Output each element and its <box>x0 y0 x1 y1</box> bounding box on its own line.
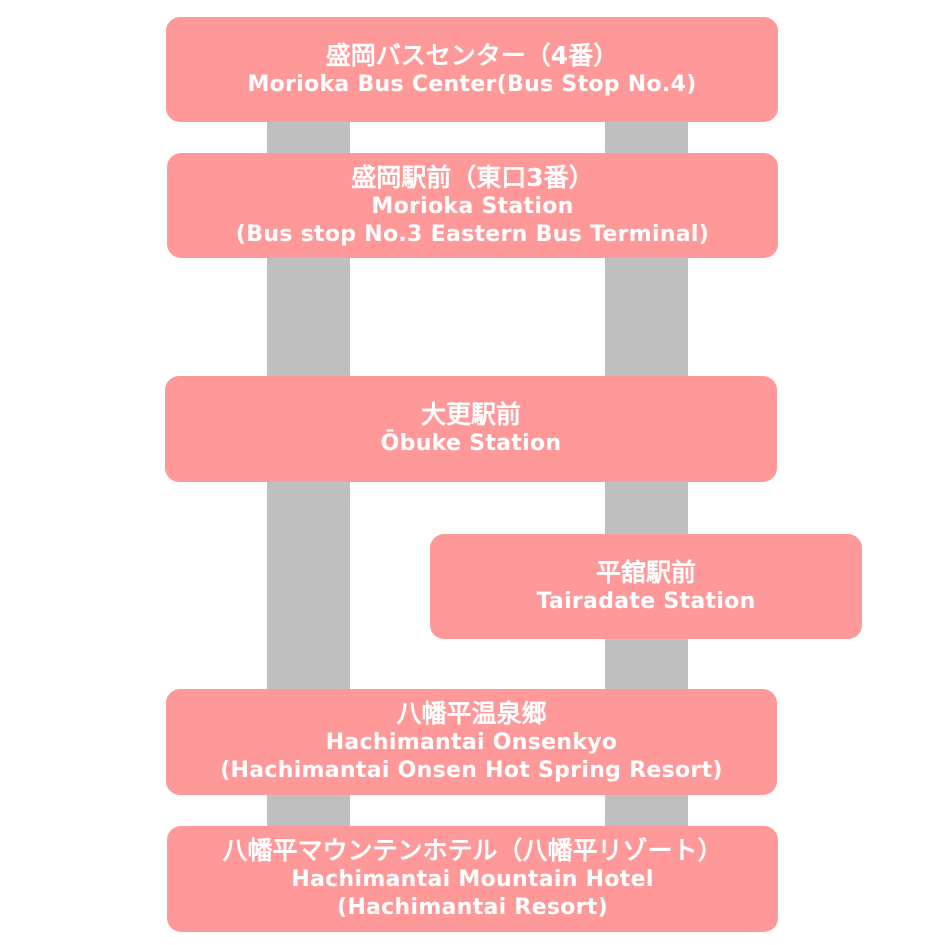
stop-hachimantai-onsenkyo: 八幡平温泉郷 Hachimantai Onsenkyo (Hachimantai… <box>166 689 777 795</box>
stop-name-en: Tairadate Station <box>536 588 756 614</box>
stop-name-en-detail: (Hachimantai Resort) <box>336 895 609 920</box>
stop-name-en-detail: (Bus stop No.3 Eastern Bus Terminal) <box>235 221 710 247</box>
stop-name-en: Ōbuke Station <box>380 431 562 456</box>
stop-morioka-station: 盛岡駅前（東口3番） Morioka Station (Bus stop No.… <box>167 153 778 258</box>
stop-hachimantai-mountain-hotel: 八幡平マウンテンホテル（八幡平リゾート） Hachimantai Mountai… <box>167 826 778 932</box>
stop-name-jp: 盛岡駅前（東口3番） <box>351 162 594 192</box>
stop-name-jp: 八幡平マウンテンホテル（八幡平リゾート） <box>222 836 723 865</box>
stop-name-en: Morioka Station <box>371 193 574 219</box>
stop-name-en: Morioka Bus Center(Bus Stop No.4) <box>247 71 697 97</box>
stop-name-jp: 平舘駅前 <box>595 557 696 587</box>
stop-name-jp: 盛岡バスセンター（4番） <box>325 40 619 70</box>
stop-morioka-bus-center: 盛岡バスセンター（4番） Morioka Bus Center(Bus Stop… <box>166 17 778 122</box>
stop-name-en: Hachimantai Onsenkyo <box>325 730 618 755</box>
stop-obuke-station: 大更駅前 Ōbuke Station <box>165 376 777 482</box>
stop-name-jp: 八幡平温泉郷 <box>396 699 547 728</box>
stop-tairadate-station: 平舘駅前 Tairadate Station <box>430 534 862 639</box>
stop-name-jp: 大更駅前 <box>420 400 521 429</box>
stop-name-en: Hachimantai Mountain Hotel <box>291 867 654 892</box>
stop-name-en-detail: (Hachimantai Onsen Hot Spring Resort) <box>220 758 723 783</box>
